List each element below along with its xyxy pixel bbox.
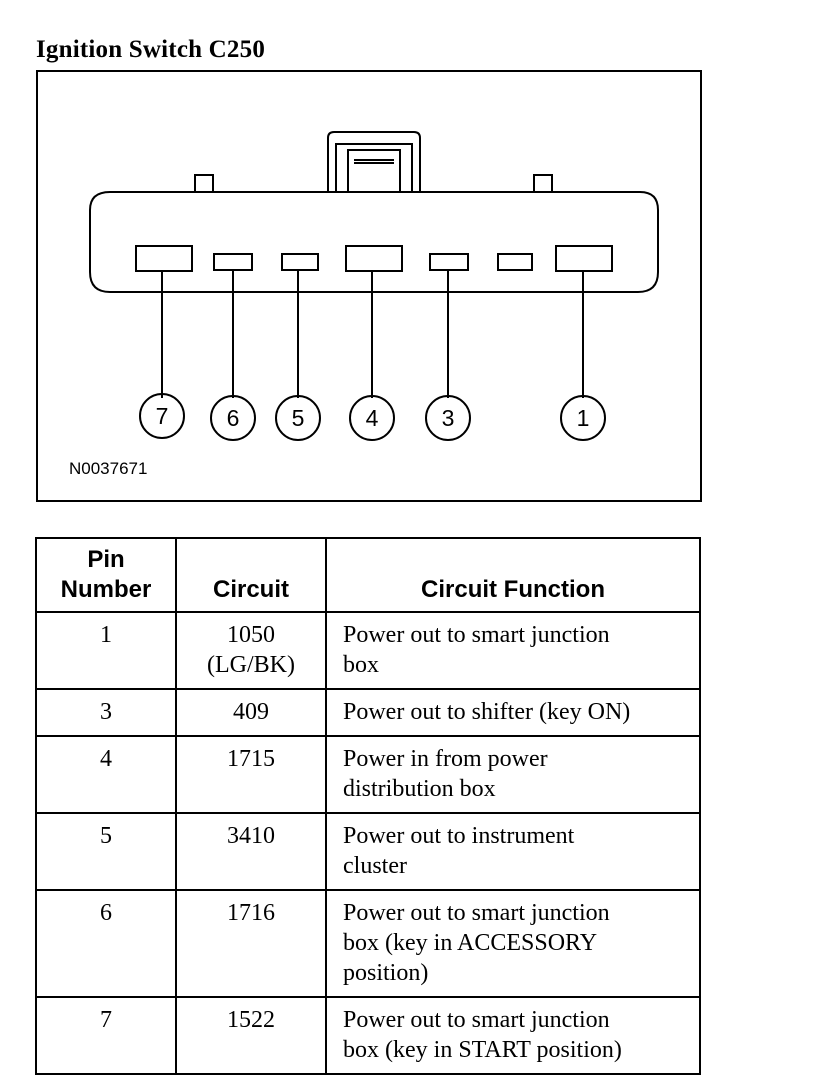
page-title: Ignition Switch C250	[36, 36, 266, 63]
cavity-7	[135, 245, 193, 272]
circuit-function-line: Power out to instrument	[343, 823, 575, 849]
pin-label-6: 6	[227, 405, 240, 431]
circuit-line: 1050	[227, 622, 275, 648]
circuit-function-cell: Power out to smart junction box (key in S…	[325, 996, 701, 1075]
header-pin-number: Pin Number	[35, 537, 177, 613]
cavity-6	[213, 253, 253, 271]
header-number-line: Number	[60, 576, 152, 603]
circuit-function-line: Power out to smart junction	[343, 900, 610, 926]
circuit-function-line: cluster	[343, 853, 407, 879]
circuit-cell: 1715	[175, 735, 327, 814]
circuit-function-line: Power out to smart junction	[343, 622, 610, 648]
pin-table-body: 1 1050 (LG/BK) Power out to smart junction b…	[35, 611, 701, 1075]
table-header-row: Pin Number Circuit Circuit Function	[35, 537, 701, 613]
connector-body	[89, 191, 659, 293]
pin-number-cell: 5	[35, 812, 177, 891]
connector-diagram: 7 6 5 4 3 1 N0037671	[36, 70, 702, 502]
right-tab	[533, 174, 553, 192]
pin-number-cell: 1	[35, 611, 177, 690]
connector-drawing: 7 6 5 4 3 1 N0037671	[69, 131, 659, 478]
pin-number-cell: 7	[35, 996, 177, 1075]
circuit-function-cell: Power out to instrument cluster	[325, 812, 701, 891]
circuit-function-line: position)	[343, 960, 429, 986]
table-row: 5 3410 Power out to instrument cluster	[35, 812, 701, 891]
circuit-line: 1715	[227, 746, 275, 772]
pin-number-cell: 6	[35, 889, 177, 998]
pin-label-1: 1	[577, 405, 590, 431]
pin-callout-3	[425, 395, 471, 441]
figure-id: N0037671	[69, 459, 147, 478]
cavity-4	[345, 245, 403, 272]
circuit-function-cell: Power out to shifter (key ON)	[325, 688, 701, 737]
pin-label-3: 3	[442, 405, 455, 431]
table-row: 4 1715 Power in from power distribution box	[35, 735, 701, 814]
header-circuit: Circuit	[175, 537, 327, 613]
circuit-function-line: box (key in START position)	[343, 1037, 622, 1063]
table-row: 3 409 Power out to shifter (key ON)	[35, 688, 701, 737]
pin-callout-6	[210, 395, 256, 441]
cavity-1	[555, 245, 613, 272]
latch-inner	[335, 143, 413, 192]
header-pin-line: Pin	[87, 546, 125, 573]
circuit-function-cell: Power out to smart junction box	[325, 611, 701, 690]
circuit-cell: 409	[175, 688, 327, 737]
cavity-5	[281, 253, 319, 271]
circuit-cell: 1522	[175, 996, 327, 1075]
circuit-function-line: distribution box	[343, 776, 496, 802]
circuit-function-line: box (key in ACCESSORY	[343, 930, 598, 956]
circuit-line: 409	[233, 699, 269, 725]
circuit-cell: 1716	[175, 889, 327, 998]
circuit-line: 1522	[227, 1007, 275, 1033]
circuit-function-cell: Power in from power distribution box	[325, 735, 701, 814]
pin-callout-5	[275, 395, 321, 441]
circuit-function-line: Power out to shifter (key ON)	[343, 699, 631, 725]
circuit-function-line: Power out to smart junction	[343, 1007, 610, 1033]
header-circuit-function: Circuit Function	[325, 537, 701, 613]
cavity-3	[429, 253, 469, 271]
table-row: 7 1522 Power out to smart junction box (key…	[35, 996, 701, 1075]
circuit-function-line: box	[343, 652, 379, 678]
circuit-function-cell: Power out to smart junction box (key in A…	[325, 889, 701, 998]
pin-callout-1	[560, 395, 606, 441]
circuit-line: 1716	[227, 900, 275, 926]
circuit-cell: 3410	[175, 812, 327, 891]
pin-label-4: 4	[366, 405, 379, 431]
pin-number-cell: 4	[35, 735, 177, 814]
latch-slot	[347, 149, 401, 192]
left-tab	[194, 174, 214, 192]
circuit-cell: 1050 (LG/BK)	[175, 611, 327, 690]
pin-label-5: 5	[292, 405, 305, 431]
pin-label-7: 7	[156, 403, 169, 429]
table-row: 6 1716 Power out to smart junction box (key…	[35, 889, 701, 998]
table-row: 1 1050 (LG/BK) Power out to smart junction b…	[35, 611, 701, 690]
pin-callout-4	[349, 395, 395, 441]
pin-callout-7	[139, 393, 185, 439]
cavity-2	[497, 253, 533, 271]
circuit-line: (LG/BK)	[207, 652, 295, 678]
circuit-function-line: Power in from power	[343, 746, 548, 772]
circuit-line: 3410	[227, 823, 275, 849]
latch-outer	[327, 131, 421, 192]
pin-number-cell: 3	[35, 688, 177, 737]
